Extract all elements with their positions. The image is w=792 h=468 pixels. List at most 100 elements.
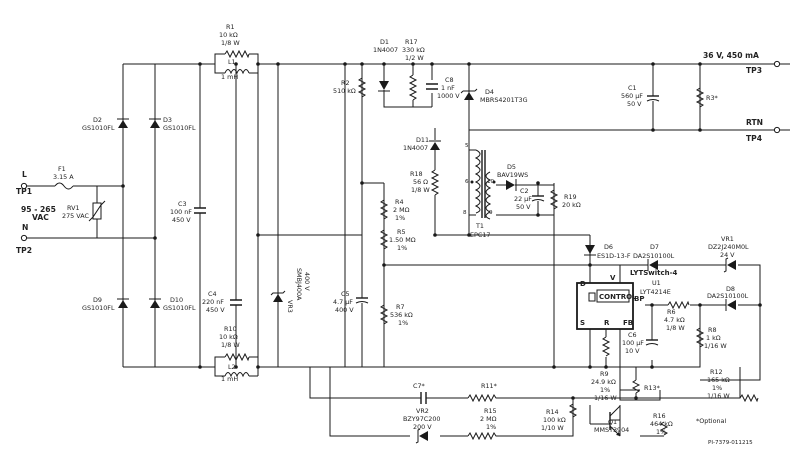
tvs-vr3: VR3 SMBJ400A 400 V xyxy=(270,268,311,313)
t1-core: EPC17 xyxy=(470,231,491,239)
ic-pin-s: S xyxy=(580,319,585,327)
output-terminals: 36 V, 450 mA TP3 RTN TP4 xyxy=(703,51,781,143)
bridge-diodes: D2 GS1010FL D3 GS1010FL D9 GS1010FL D10 … xyxy=(82,116,196,312)
r1-ref: R1 xyxy=(226,23,235,31)
q1-ref: Q1 xyxy=(608,418,617,426)
r9-watt: 1/16 W xyxy=(594,394,617,402)
d2-part: GS1010FL xyxy=(82,124,115,132)
rv1-ref: RV1 xyxy=(67,204,80,212)
ic-pin-v: V xyxy=(610,274,616,282)
f1-value: 3.15 A xyxy=(53,173,74,181)
horizontal-resistors: R6 4.7 kΩ 1/8 W R12 165 kΩ 1% 1/16 W R11… xyxy=(467,300,759,441)
d9-ref: D9 xyxy=(93,296,102,304)
r16-ref: R16 xyxy=(653,412,666,420)
d11-part: 1N4007 xyxy=(403,144,428,152)
d3-part: GS1010FL xyxy=(163,124,196,132)
vr1-part: DZ2J240M0L xyxy=(708,243,749,251)
c3-value: 100 nF xyxy=(170,208,192,216)
vr1-volt: 24 V xyxy=(720,251,735,259)
r12-ref: R12 xyxy=(710,368,723,376)
r12-tol: 1% xyxy=(712,384,722,392)
q1-part: MMST3904 xyxy=(594,426,629,434)
vr2-volt: 200 V xyxy=(413,423,432,431)
ic-part-label: LYT4214E xyxy=(640,288,671,296)
f1-ref: F1 xyxy=(58,165,66,173)
tp3-label: TP3 xyxy=(746,66,762,75)
r3-ref: R3* xyxy=(706,94,718,102)
t1-pin-6: 6 xyxy=(465,179,469,185)
d3-ref: D3 xyxy=(163,116,172,124)
r10-value: 10 kΩ xyxy=(219,333,238,341)
c5-volt: 400 V xyxy=(335,306,354,314)
r1-watt: 1/8 W xyxy=(221,39,240,47)
r1-value: 10 kΩ xyxy=(219,31,238,39)
rv1-value: 275 VAC xyxy=(62,212,89,220)
tp2-terminal xyxy=(20,234,28,242)
fuse-f1: F1 3.15 A xyxy=(53,165,74,190)
t1-pin-5: 5 xyxy=(465,143,469,149)
vout-label: 36 V, 450 mA xyxy=(703,51,759,60)
line-label: L xyxy=(22,170,27,179)
d6-part: ES1D-13-F xyxy=(597,252,631,260)
tp2-label: TP2 xyxy=(16,246,32,255)
junctions xyxy=(121,62,762,400)
r18-value: 56 Ω xyxy=(413,178,428,186)
r17-ref: R17 xyxy=(405,38,418,46)
wires xyxy=(27,53,790,437)
c8-value: 1 nF xyxy=(441,84,455,92)
c4-value: 220 nF xyxy=(202,298,224,306)
d1-part: 1N4007 xyxy=(373,46,398,54)
ic-pin-fb: FB xyxy=(623,319,633,327)
r6-ref: R6 xyxy=(667,308,676,316)
r6-watt: 1/8 W xyxy=(666,324,685,332)
c1-ref: C1 xyxy=(628,84,637,92)
ic-family-label: LYTSwitch-4 xyxy=(630,269,678,277)
c5-ref: C5 xyxy=(341,290,350,298)
c6-ref: C6 xyxy=(628,331,637,339)
input-voltage-unit: VAC xyxy=(32,213,49,222)
d2-ref: D2 xyxy=(93,116,102,124)
ic-u1: LYTSwitch-4 U1 LYT4214E CONTROL D V BP S… xyxy=(576,269,678,330)
c7-ref: C7* xyxy=(413,382,425,390)
ic-mosfet-symbol xyxy=(588,292,596,302)
vr2-ref: VR2 xyxy=(416,407,429,415)
r14-ref: R14 xyxy=(546,408,559,416)
c3-volt: 450 V xyxy=(172,216,191,224)
r5-value: 1.50 MΩ xyxy=(389,236,416,244)
r9-value: 24.9 kΩ xyxy=(591,378,616,386)
d5-part: BAV19WS xyxy=(497,171,528,179)
capacitors: C3 100 nF 450 V C4 220 nF 450 V C5 4.7 µ… xyxy=(170,76,660,405)
transformer-t1: 5 6 10 8 9 T1 EPC17 xyxy=(463,143,496,239)
ic-control-label: CONTROL xyxy=(599,293,637,301)
c2-ref: C2 xyxy=(520,187,529,195)
notes: *Optional PI-7379-011215 xyxy=(696,417,753,446)
r8-value: 1 kΩ xyxy=(706,334,721,342)
l1-ref: L1 xyxy=(228,58,236,66)
r12-value: 165 kΩ xyxy=(707,376,730,384)
r16-tol: 1% xyxy=(656,428,666,436)
r7-value: 536 kΩ xyxy=(390,311,413,319)
tp4-label: TP4 xyxy=(746,134,762,143)
vr3-ref: VR3 xyxy=(286,300,294,313)
vertical-resistors: R2 510 kΩ R17 330 kΩ 1/2 W R3* R18 56 Ω … xyxy=(333,38,727,436)
r14-watt: 1/10 W xyxy=(541,424,564,432)
d1-ref: D1 xyxy=(380,38,389,46)
r16-value: 464 kΩ xyxy=(650,420,673,428)
ic-pin-d: D xyxy=(580,280,586,288)
r18-watt: 1/8 W xyxy=(411,186,430,194)
d9-part: GS1010FL xyxy=(82,304,115,312)
neutral-label: N xyxy=(22,223,28,232)
r8-ref: R8 xyxy=(708,326,717,334)
input-filter: R1 10 kΩ 1/8 W L1 1 mH R10 10 kΩ 1/8 W L… xyxy=(219,23,250,383)
r7-tol: 1% xyxy=(398,319,408,327)
r15-ref: R15 xyxy=(484,407,497,415)
d4-ref: D4 xyxy=(485,88,494,96)
input-voltage-range: 95 - 265 xyxy=(21,205,56,214)
r18-ref: R18 xyxy=(410,170,423,178)
d10-part: GS1010FL xyxy=(163,304,196,312)
t1-pin-10: 10 xyxy=(487,179,495,185)
transistor-q1: Q1 MMST3904 xyxy=(590,405,629,436)
r14-value: 100 kΩ xyxy=(543,416,566,424)
d10-ref: D10 xyxy=(170,296,183,304)
